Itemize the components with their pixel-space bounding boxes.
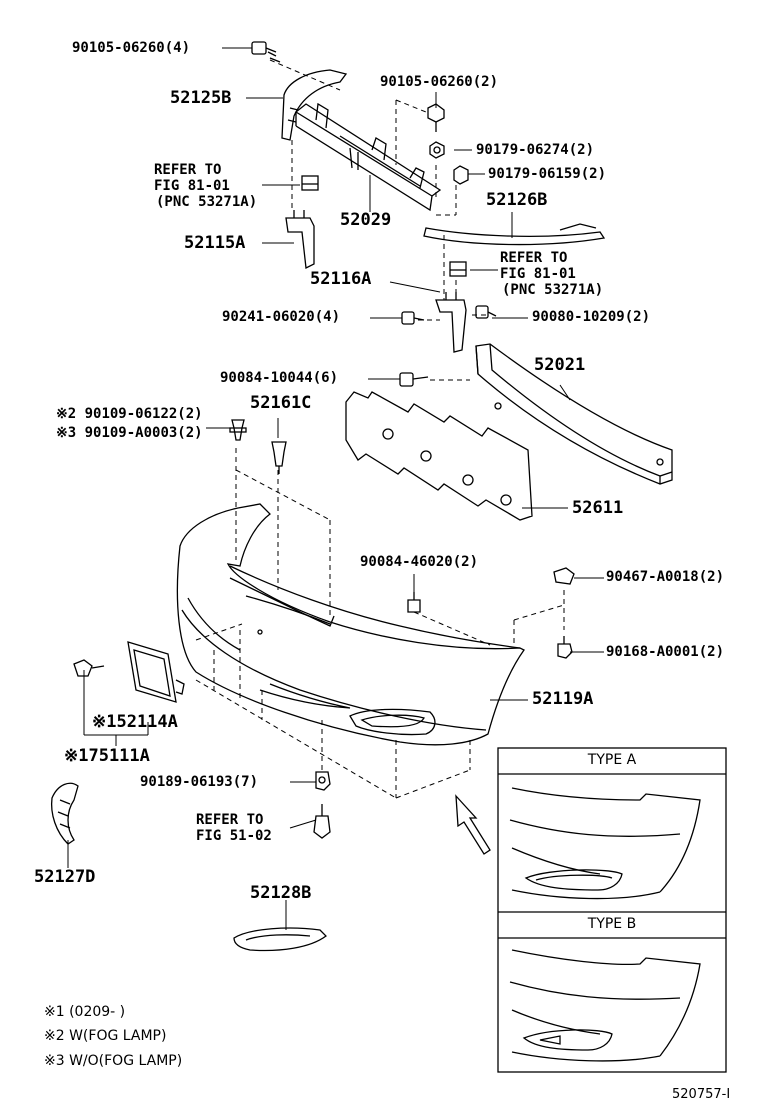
label-90084-10044: 90084-10044(6) [220,370,339,386]
label-90084-46020: 90084-46020(2) [360,554,479,570]
refer-fig-81-01-right-line3: (PNC 53271A) [502,282,604,298]
label-52114a: ※152114A [92,712,178,732]
type-b-bumper [509,949,701,1062]
clip-refer-right [449,261,467,277]
clip-90084-46020 [407,592,421,613]
label-52116a: 52116A [310,269,372,289]
type-b-title: TYPE B [587,916,637,932]
bolt-90105-06260-right [427,103,445,132]
bolt-90080-10209 [475,305,497,319]
label-90241-06020: 90241-06020(4) [222,309,341,325]
label-52119a: 52119A [532,689,594,709]
diagram-id: 520757-I [672,1087,731,1102]
reinforcement-52021 [475,343,673,485]
footnote-2: ※2 W(FOG LAMP) [44,1028,167,1044]
retainer-52125b [281,69,348,141]
screw-fog-lamp [73,659,105,677]
bracket-52115a [285,210,315,269]
screw-refer-51-02 [313,804,331,839]
label-52029: 52029 [340,210,392,230]
label-90179-06159: 90179-06159(2) [488,166,607,182]
bolt-90241-06020 [401,311,425,325]
bracket-52116a [435,292,467,353]
screw-90168-a0001 [557,636,573,659]
clip-90467-a0018 [553,567,575,585]
label-52126b: 52126B [486,190,548,210]
label-90080-10209: 90080-10209(2) [532,309,651,325]
type-inset-box [497,747,727,1073]
retainer-52126b [423,223,606,246]
dashed-guides [195,59,565,799]
label-75111a: ※175111A [64,746,150,766]
footnote-1: ※1 (0209- ) [44,1004,126,1020]
label-52127d: 52127D [34,867,96,887]
label-90105-06260-right: 90105-06260(2) [380,74,499,90]
clip-refer-left [301,175,319,191]
refer-fig-81-01-left-line3: (PNC 53271A) [156,194,258,210]
leader-lines [67,47,604,930]
label-52161c: 52161C [250,393,312,413]
label-90109-06122: ※2 90109-06122(2) [56,406,203,422]
refer-fig-81-01-right-line2: FIG 81-01 [500,266,576,282]
label-90105-06260-left: 90105-06260(4) [72,40,191,56]
nut-90189-06193 [315,771,331,791]
absorber-52611 [345,391,533,521]
refer-fig-51-02-line2: FIG 51-02 [196,828,272,844]
footnote-3: ※3 W/O(FOG LAMP) [44,1053,183,1069]
bolt-90084-10044 [399,372,429,387]
clip-52161c [271,441,287,474]
nut-90179-06159 [453,165,469,185]
molding-52127d [50,782,79,845]
type-a-title: TYPE A [587,752,637,768]
fog-cover-52128b [233,927,327,952]
label-52125b: 52125B [170,88,232,108]
label-52021: 52021 [534,355,586,375]
label-90179-06274: 90179-06274(2) [476,142,595,158]
inset-arrow [455,794,491,855]
support-52029 [294,102,442,212]
label-52128b: 52128B [250,883,312,903]
label-90168-a0001: 90168-A0001(2) [606,644,725,660]
bolt-90105-06260-left [251,41,281,63]
label-52115a: 52115A [184,233,246,253]
fog-lamp-52114a [127,641,185,703]
label-90109-a0003: ※3 90109-A0003(2) [56,425,203,441]
type-a-bumper [509,787,701,900]
refer-fig-81-01-right-line1: REFER TO [500,250,568,266]
label-90467-a0018: 90467-A0018(2) [606,569,725,585]
bumper-cover-52119a [176,503,525,746]
label-90189-06193: 90189-06193(7) [140,774,259,790]
refer-fig-51-02-line1: REFER TO [196,812,264,828]
label-52611: 52611 [572,498,624,518]
clip-90109 [229,419,247,441]
refer-fig-81-01-left-line2: FIG 81-01 [154,178,230,194]
refer-fig-81-01-left-line1: REFER TO [154,162,222,178]
nut-90179-06274 [429,141,445,159]
